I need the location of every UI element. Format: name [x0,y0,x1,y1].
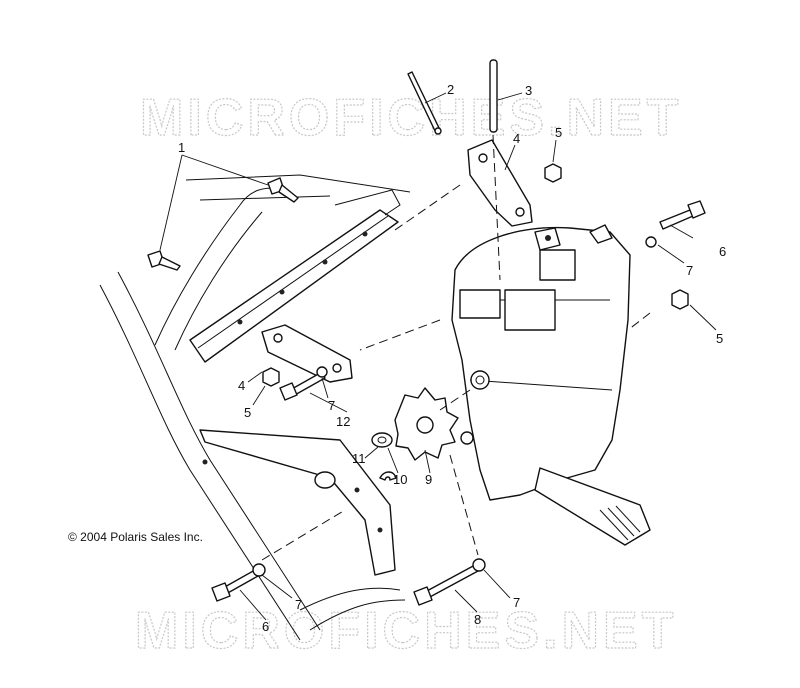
frame-tubes [99,174,411,641]
leader-lines [159,92,717,621]
part-2-pin [407,71,442,135]
callout-5-right: 5 [716,331,723,346]
frame-plate [199,429,396,576]
part-5-nut-left [262,367,280,387]
callout-8: 8 [474,612,481,627]
callout-11: 11 [352,451,366,466]
part-5-nut-right [671,289,689,310]
part-6-bolt-left [211,563,266,602]
part-11-washer [371,432,393,448]
callout-6-left: 6 [262,619,269,634]
callout-1: 1 [178,140,185,155]
frame-rail [189,189,401,363]
copyright-notice: © 2004 Polaris Sales Inc. [68,530,203,544]
part-12-bolt [279,366,328,401]
gearcase [451,224,651,546]
callout-9: 9 [425,472,432,487]
part-5-nut-top [544,163,562,183]
part-6-bolt-right [645,200,706,248]
callout-7-bottom-right: 7 [513,595,520,610]
callout-numbers: 1 2 3 4 5 6 7 5 4 5 7 12 11 10 9 7 6 7 8 [178,82,726,634]
part-3-rod [489,59,498,133]
part-1-bolts [147,177,299,271]
callout-5-top: 5 [555,125,562,140]
callout-7-right: 7 [686,263,693,278]
part-4-bracket-upper [467,139,533,227]
callout-2: 2 [447,82,454,97]
callout-6-right: 6 [719,244,726,259]
part-9-sprocket [394,387,459,461]
callout-12: 12 [336,414,350,429]
watermark-bottom: MICROFICHES.NET [135,602,677,660]
callout-7-center: 7 [328,398,335,413]
assembly-lines [261,134,651,561]
part-8-bolt [413,558,486,606]
callout-5-left: 5 [244,405,251,420]
part-4-bracket-lower [261,324,353,383]
callout-10: 10 [393,472,407,487]
callout-4-lower: 4 [238,378,245,393]
watermark-top: MICROFICHES.NET [140,89,682,147]
callout-7-bottom-left: 7 [295,597,302,612]
part-10-clip [379,471,397,481]
callout-3: 3 [525,83,532,98]
callout-4-upper: 4 [513,131,520,146]
